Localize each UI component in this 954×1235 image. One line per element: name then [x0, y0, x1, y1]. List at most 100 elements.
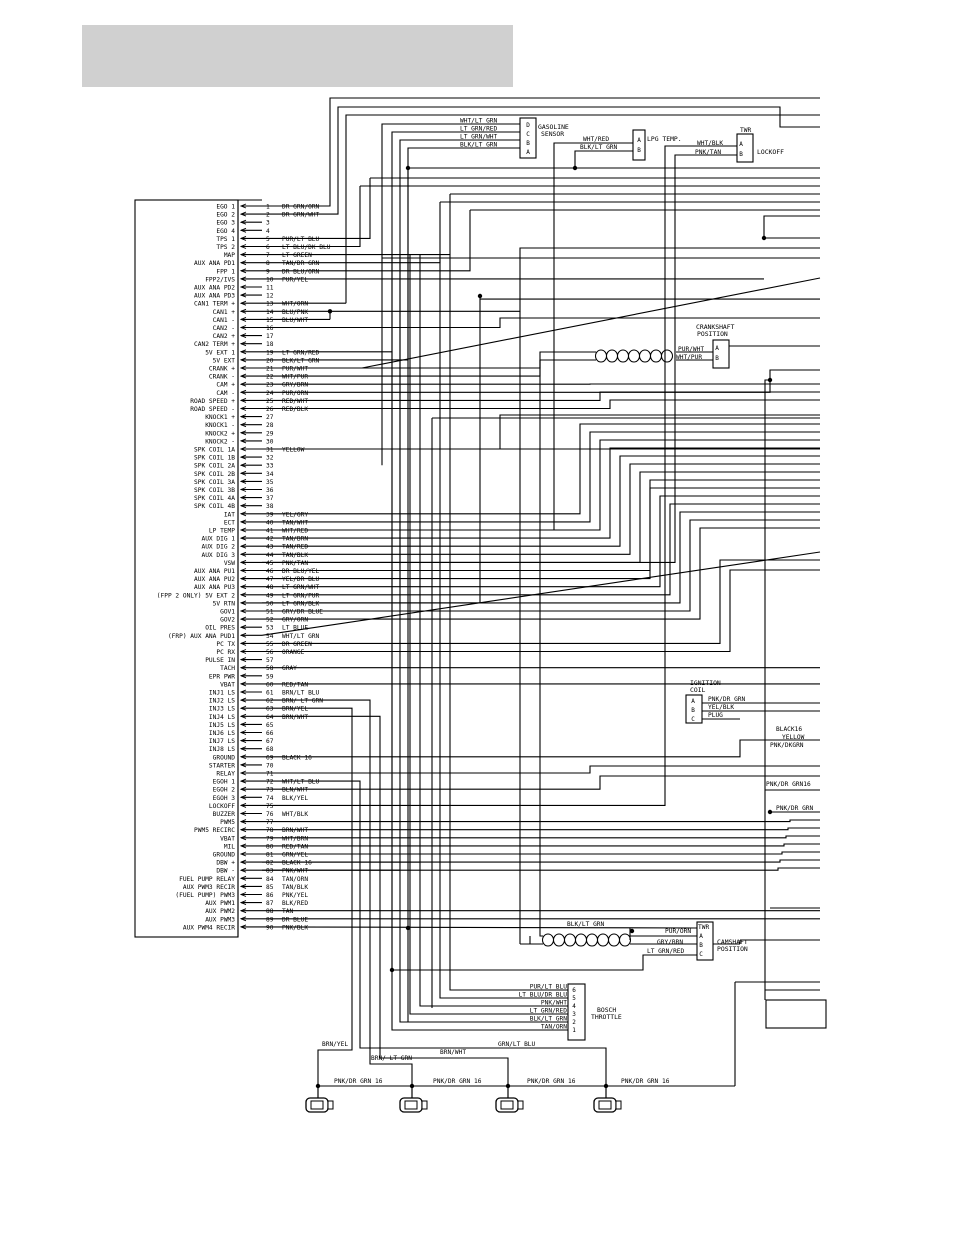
ecm-wire-label: YEL/GRY: [282, 511, 308, 518]
ecm-pin-number: 65: [266, 722, 274, 729]
ecm-pin-number: 61: [266, 690, 274, 697]
lockoff-title: LOCKOFF: [757, 148, 784, 156]
ecm-wire-label: LT GREEN: [282, 252, 312, 259]
ignition-coil-pin: B: [691, 707, 695, 714]
ecm-wire-label: BLK/YEL: [282, 795, 308, 802]
ecm-pin-number: 84: [266, 876, 274, 883]
ecm-wire-label: TAN/BLK: [282, 552, 308, 559]
injector-wire-label: BRN/YEL: [322, 1041, 348, 1048]
twisted-pair-loop: [575, 933, 587, 947]
ecm-pin-number: 40: [266, 519, 274, 526]
ecm-pin-function: GOV2: [220, 617, 235, 624]
lockoff-wire-label: PNK/TAN: [695, 149, 721, 156]
ecm-wire-label: TAN/DR GRN: [282, 260, 320, 267]
ecm-pin-number: 89: [266, 916, 274, 923]
ecm-pin-function: EGOH 1: [213, 779, 236, 786]
bosch-throttle-wire-label: PUR/LT BLU: [530, 984, 568, 991]
right-label-pnk-dr-grn: PNK/DR GRN: [776, 805, 814, 812]
ecm-pin-function: CAN2 TERM +: [194, 341, 235, 348]
wire: [262, 142, 633, 531]
wire: [764, 379, 770, 1000]
ecm-wire-label: DR BLUE: [282, 916, 308, 923]
gasoline-sensor-pin: C: [526, 131, 530, 138]
ecm-pin-function: LP TEMP: [209, 528, 235, 535]
ecm-pin-function: INJ2 LS: [209, 698, 235, 705]
ecm-pin-function: MIL: [224, 843, 235, 850]
lpg-temp-title: LPG TEMP.: [647, 135, 682, 143]
ecm-wire-label: PUR/WHT: [282, 366, 308, 373]
splice-dot: [405, 165, 411, 171]
ecm-pin-number: 12: [266, 293, 274, 300]
ecm-wire-label: PNK/YEL: [282, 892, 308, 899]
ecm-pin-function: TACH: [220, 665, 235, 672]
ecm-pin-function: INJ7 LS: [209, 738, 235, 745]
splice-dot: [327, 309, 333, 314]
fuel-injector-icon: [517, 1100, 524, 1110]
bosch-throttle-title: THROTTLE: [591, 1013, 622, 1021]
gasoline-sensor-wire-label: BLK/LT GRN: [460, 142, 498, 149]
bosch-throttle-pin: 1: [572, 1027, 576, 1034]
ecm-pin-number: 16: [266, 325, 274, 332]
wire: [262, 765, 820, 774]
ecm-pin-number: 77: [266, 819, 274, 826]
ecm-pin-number: 76: [266, 811, 274, 818]
ecm-wire-label: BRN/WHT: [282, 714, 308, 721]
bosch-throttle-pin: 2: [572, 1019, 576, 1026]
wire: [262, 739, 820, 758]
ecm-pin-number: 22: [266, 374, 274, 381]
ecm-pin-function: EGO 2: [216, 212, 235, 219]
ecm-wire-label: TAN/ORN: [282, 876, 308, 883]
ecm-pin-number: 87: [266, 900, 274, 907]
lpg-temp-wire-label: BLK/LT GRN: [580, 144, 618, 151]
wire: [262, 455, 820, 547]
splice-dot: [767, 377, 773, 383]
twisted-pair-loop: [606, 349, 618, 363]
wire: [392, 954, 697, 971]
bosch-throttle-wire-label: PNK/WHT: [541, 1000, 567, 1007]
ecm-pin-number: 70: [266, 762, 274, 769]
ecm-pin-function: EPR PWR: [209, 673, 235, 680]
ecm-pin-number: 29: [266, 430, 274, 437]
ecm-pin-number: 67: [266, 738, 274, 745]
ecm-pin-function: EGO 4: [216, 228, 235, 235]
camshaft-title: POSITION: [717, 945, 748, 953]
ecm-pin-function: CAM -: [216, 390, 235, 397]
twisted-pair-loop: [564, 933, 576, 947]
wire: [391, 254, 568, 1031]
ignition-coil-wire-label: PNK/DR GRN: [708, 696, 746, 703]
gasoline-sensor-wire-label: LT GRN/WHT: [460, 134, 498, 141]
fuel-injector-icon: [421, 1100, 428, 1110]
lockoff-wire-label: WHT/BLK: [697, 140, 723, 147]
ecm-pin-function: FPP2/IVS: [205, 276, 235, 283]
ecm-pin-function: KNOCK1 +: [205, 414, 235, 421]
lockoff-pin: A: [739, 141, 743, 148]
ecm-pin-number: 88: [266, 908, 274, 915]
ecm-pin-number: 42: [266, 536, 274, 543]
ecm-box: [134, 199, 239, 938]
ecm-pin-function: KNOCK2 +: [205, 430, 235, 437]
ignition-coil-title: COIL: [690, 686, 706, 694]
wire: [262, 131, 520, 353]
bosch-throttle-pin: 5: [572, 995, 576, 1002]
ecm-pin-number: 23: [266, 382, 274, 389]
ecm-pin-function: SPK COIL 2B: [194, 471, 235, 478]
ecm-wire-label: LT BLU/DK BLU: [282, 244, 331, 251]
camshaft-pin: C: [699, 951, 703, 958]
crankshaft-wire-label: WHT/PUR: [676, 354, 702, 361]
ecm-wire-label: PNK/WHT: [282, 868, 308, 875]
ecm-pin-function: SPK COIL 4B: [194, 503, 235, 510]
wire: [381, 123, 520, 466]
bosch-throttle-wire-label: TAN/ORN: [541, 1024, 567, 1031]
ecm-pin-function: GOV1: [220, 609, 235, 616]
ecm-wire-label: RED/TAN: [282, 681, 308, 688]
crankshaft-connector: [712, 339, 730, 369]
wire: [262, 178, 371, 239]
ignition-coil-title: IGNITION: [690, 679, 721, 687]
ecm-pin-number: 25: [266, 398, 274, 405]
lpg-temp-pin: A: [637, 137, 641, 144]
ecm-wire-label: DR GRN/WHT: [282, 212, 320, 219]
ecm-pin-number: 20: [266, 357, 274, 364]
wire: [262, 106, 820, 215]
ecm-pin-number: 69: [266, 754, 274, 761]
fuel-injector-icon: [310, 1100, 324, 1110]
